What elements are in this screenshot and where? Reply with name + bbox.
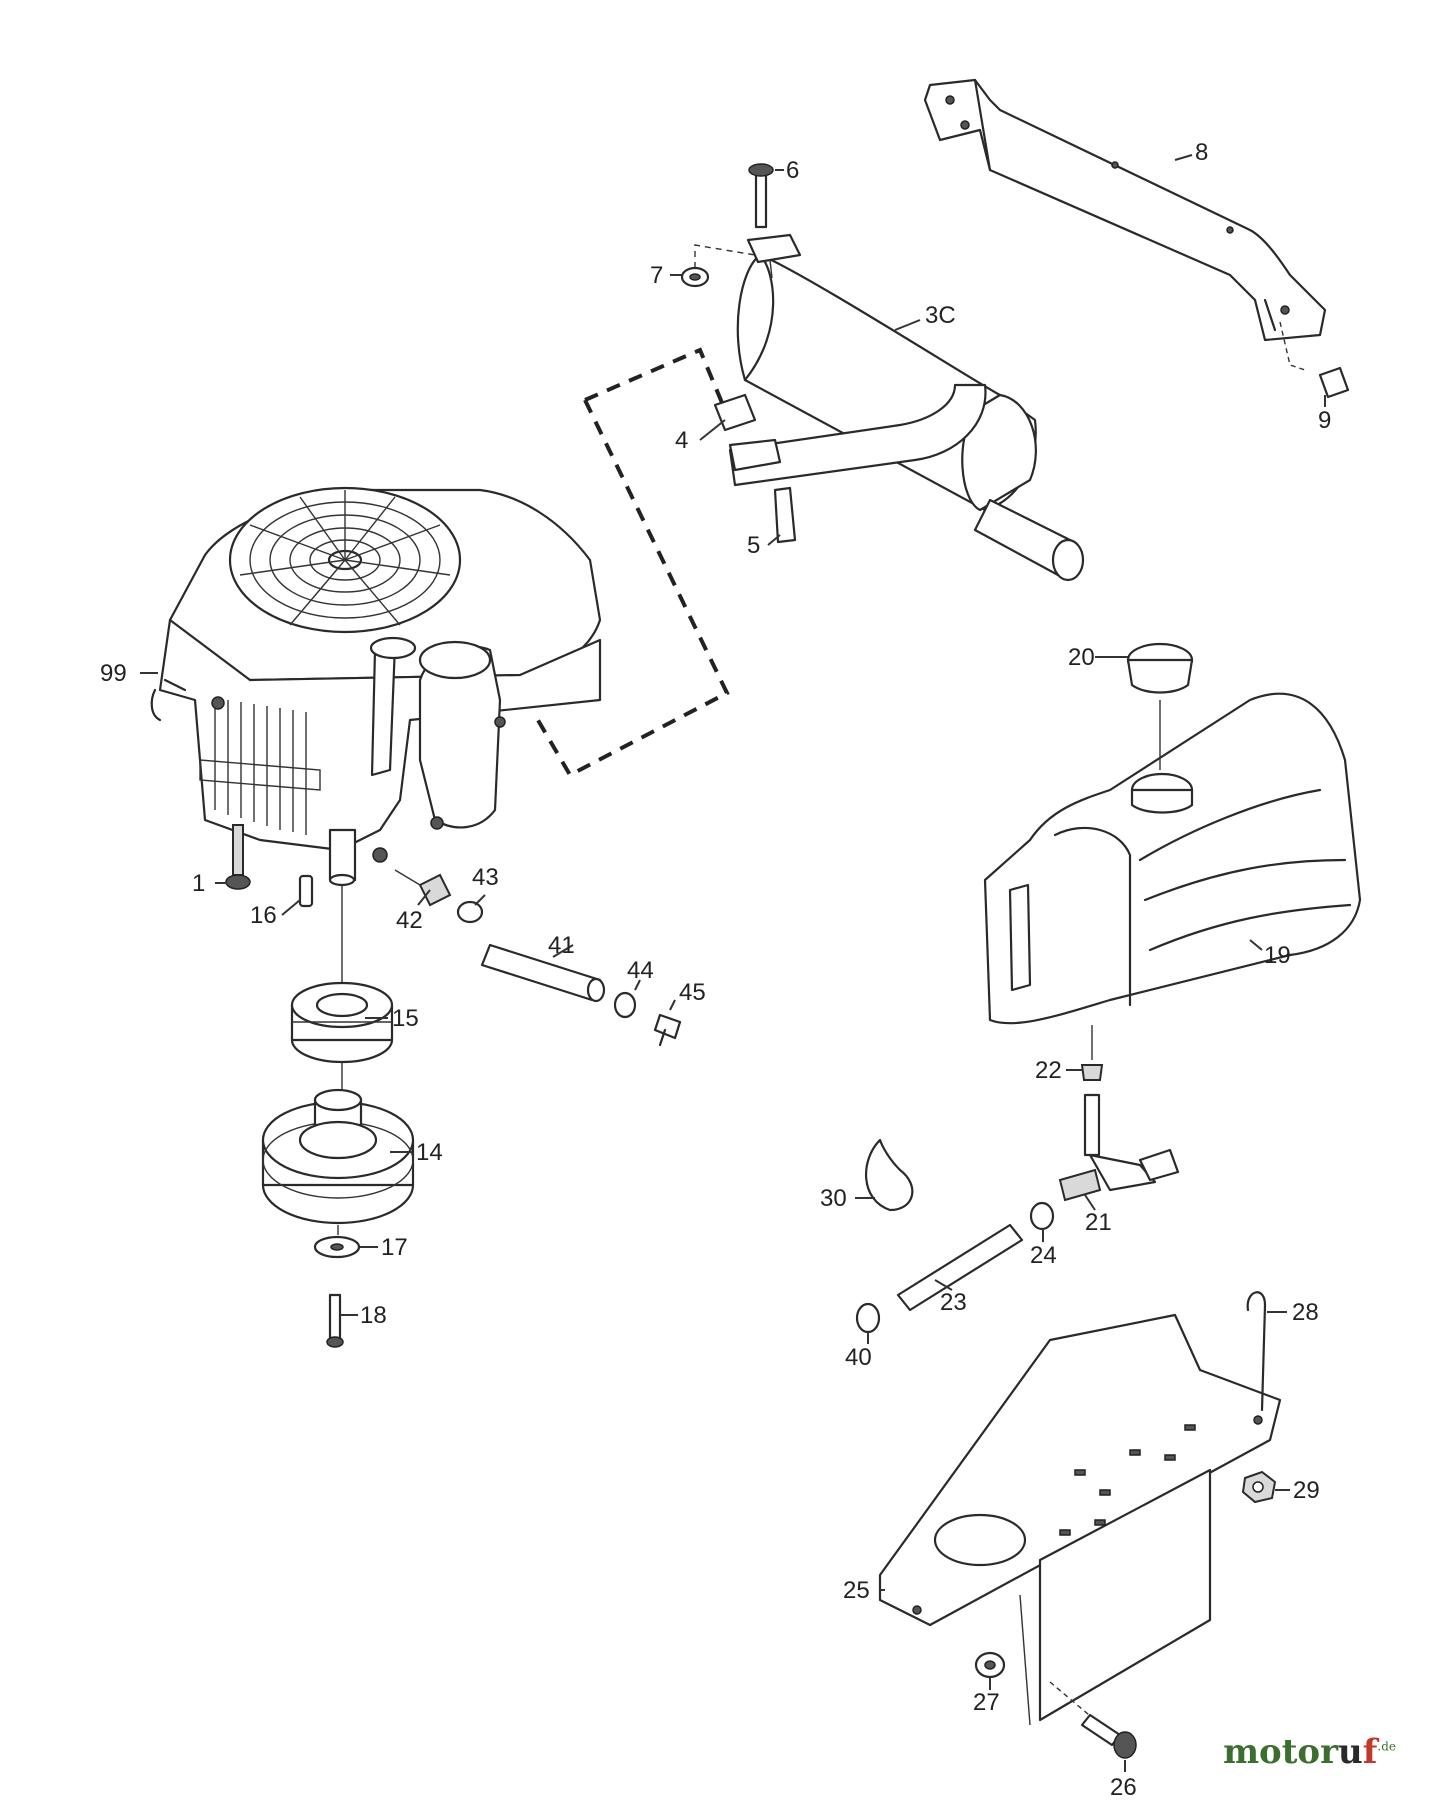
hook-rod-28 xyxy=(1246,1291,1267,1412)
part-label: 17 xyxy=(381,1234,408,1261)
part-label: 1 xyxy=(192,870,205,897)
part-label: 41 xyxy=(548,932,575,959)
grommet-22 xyxy=(1080,1025,1104,1081)
part-label: 42 xyxy=(396,907,423,934)
part-label: 16 xyxy=(250,902,277,929)
bracket-8 xyxy=(923,78,1350,399)
exhaust-connector-dashed xyxy=(533,347,730,778)
logo-part-1: motor xyxy=(1223,1732,1339,1772)
part-label: 44 xyxy=(627,957,654,984)
part-label: 5 xyxy=(747,532,760,559)
fuel-tank-assembly xyxy=(983,642,1362,1025)
key-16 xyxy=(298,874,314,908)
part-label: 24 xyxy=(1030,1242,1057,1269)
pulley-15 xyxy=(290,981,394,1064)
part-label: 45 xyxy=(679,979,706,1006)
logo-suffix: .de xyxy=(1377,1739,1396,1754)
part-label: 21 xyxy=(1085,1209,1112,1236)
part-label: 14 xyxy=(416,1139,443,1166)
bolt-1 xyxy=(225,824,251,890)
fuel-hose-23 xyxy=(896,1223,1024,1312)
leader-lines xyxy=(140,154,1326,1772)
logo-part-3: f xyxy=(1362,1732,1378,1772)
bolt-26 xyxy=(1049,1681,1137,1759)
oil-drain-assembly xyxy=(394,869,682,1047)
watermark-logo: motoruf.de xyxy=(1223,1732,1396,1772)
nut-27 xyxy=(974,1651,1006,1679)
logo-part-2: u xyxy=(1338,1732,1363,1772)
part-label: 18 xyxy=(360,1302,387,1329)
engine-assembly xyxy=(150,486,602,887)
part-label: 22 xyxy=(1035,1057,1062,1084)
fuel-valve-21 xyxy=(1058,1093,1180,1202)
part-labels: 99 1 16 15 14 17 18 42 43 41 44 45 6 7 3… xyxy=(100,139,1331,1800)
washer-17 xyxy=(313,1235,361,1259)
nut-29 xyxy=(1241,1470,1277,1504)
part-label: 99 xyxy=(100,660,127,687)
part-label: 20 xyxy=(1068,644,1095,671)
part-label: 3C xyxy=(925,302,956,329)
part-label: 23 xyxy=(940,1289,967,1316)
part-label: 6 xyxy=(786,157,799,184)
part-label: 28 xyxy=(1292,1299,1319,1326)
part-label: 43 xyxy=(472,864,499,891)
part-label: 27 xyxy=(973,1689,1000,1716)
part-label: 29 xyxy=(1293,1477,1320,1504)
muffler-assembly xyxy=(680,163,1085,582)
clamp-40 xyxy=(855,1302,881,1334)
part-label: 7 xyxy=(650,262,663,289)
bolt-18 xyxy=(326,1293,344,1348)
mounting-plate-25 xyxy=(878,1313,1282,1726)
part-label: 25 xyxy=(843,1577,870,1604)
cable-tie-30 xyxy=(865,1138,914,1212)
part-label: 26 xyxy=(1110,1774,1137,1800)
part-label: 8 xyxy=(1195,139,1208,166)
part-label: 19 xyxy=(1264,942,1291,969)
part-label: 15 xyxy=(392,1005,419,1032)
pulley-14 xyxy=(261,1088,415,1225)
part-label: 4 xyxy=(675,427,688,454)
part-label: 40 xyxy=(845,1344,872,1371)
part-label: 30 xyxy=(820,1185,847,1212)
part-label: 9 xyxy=(1318,407,1331,434)
clamp-24 xyxy=(1029,1201,1055,1231)
